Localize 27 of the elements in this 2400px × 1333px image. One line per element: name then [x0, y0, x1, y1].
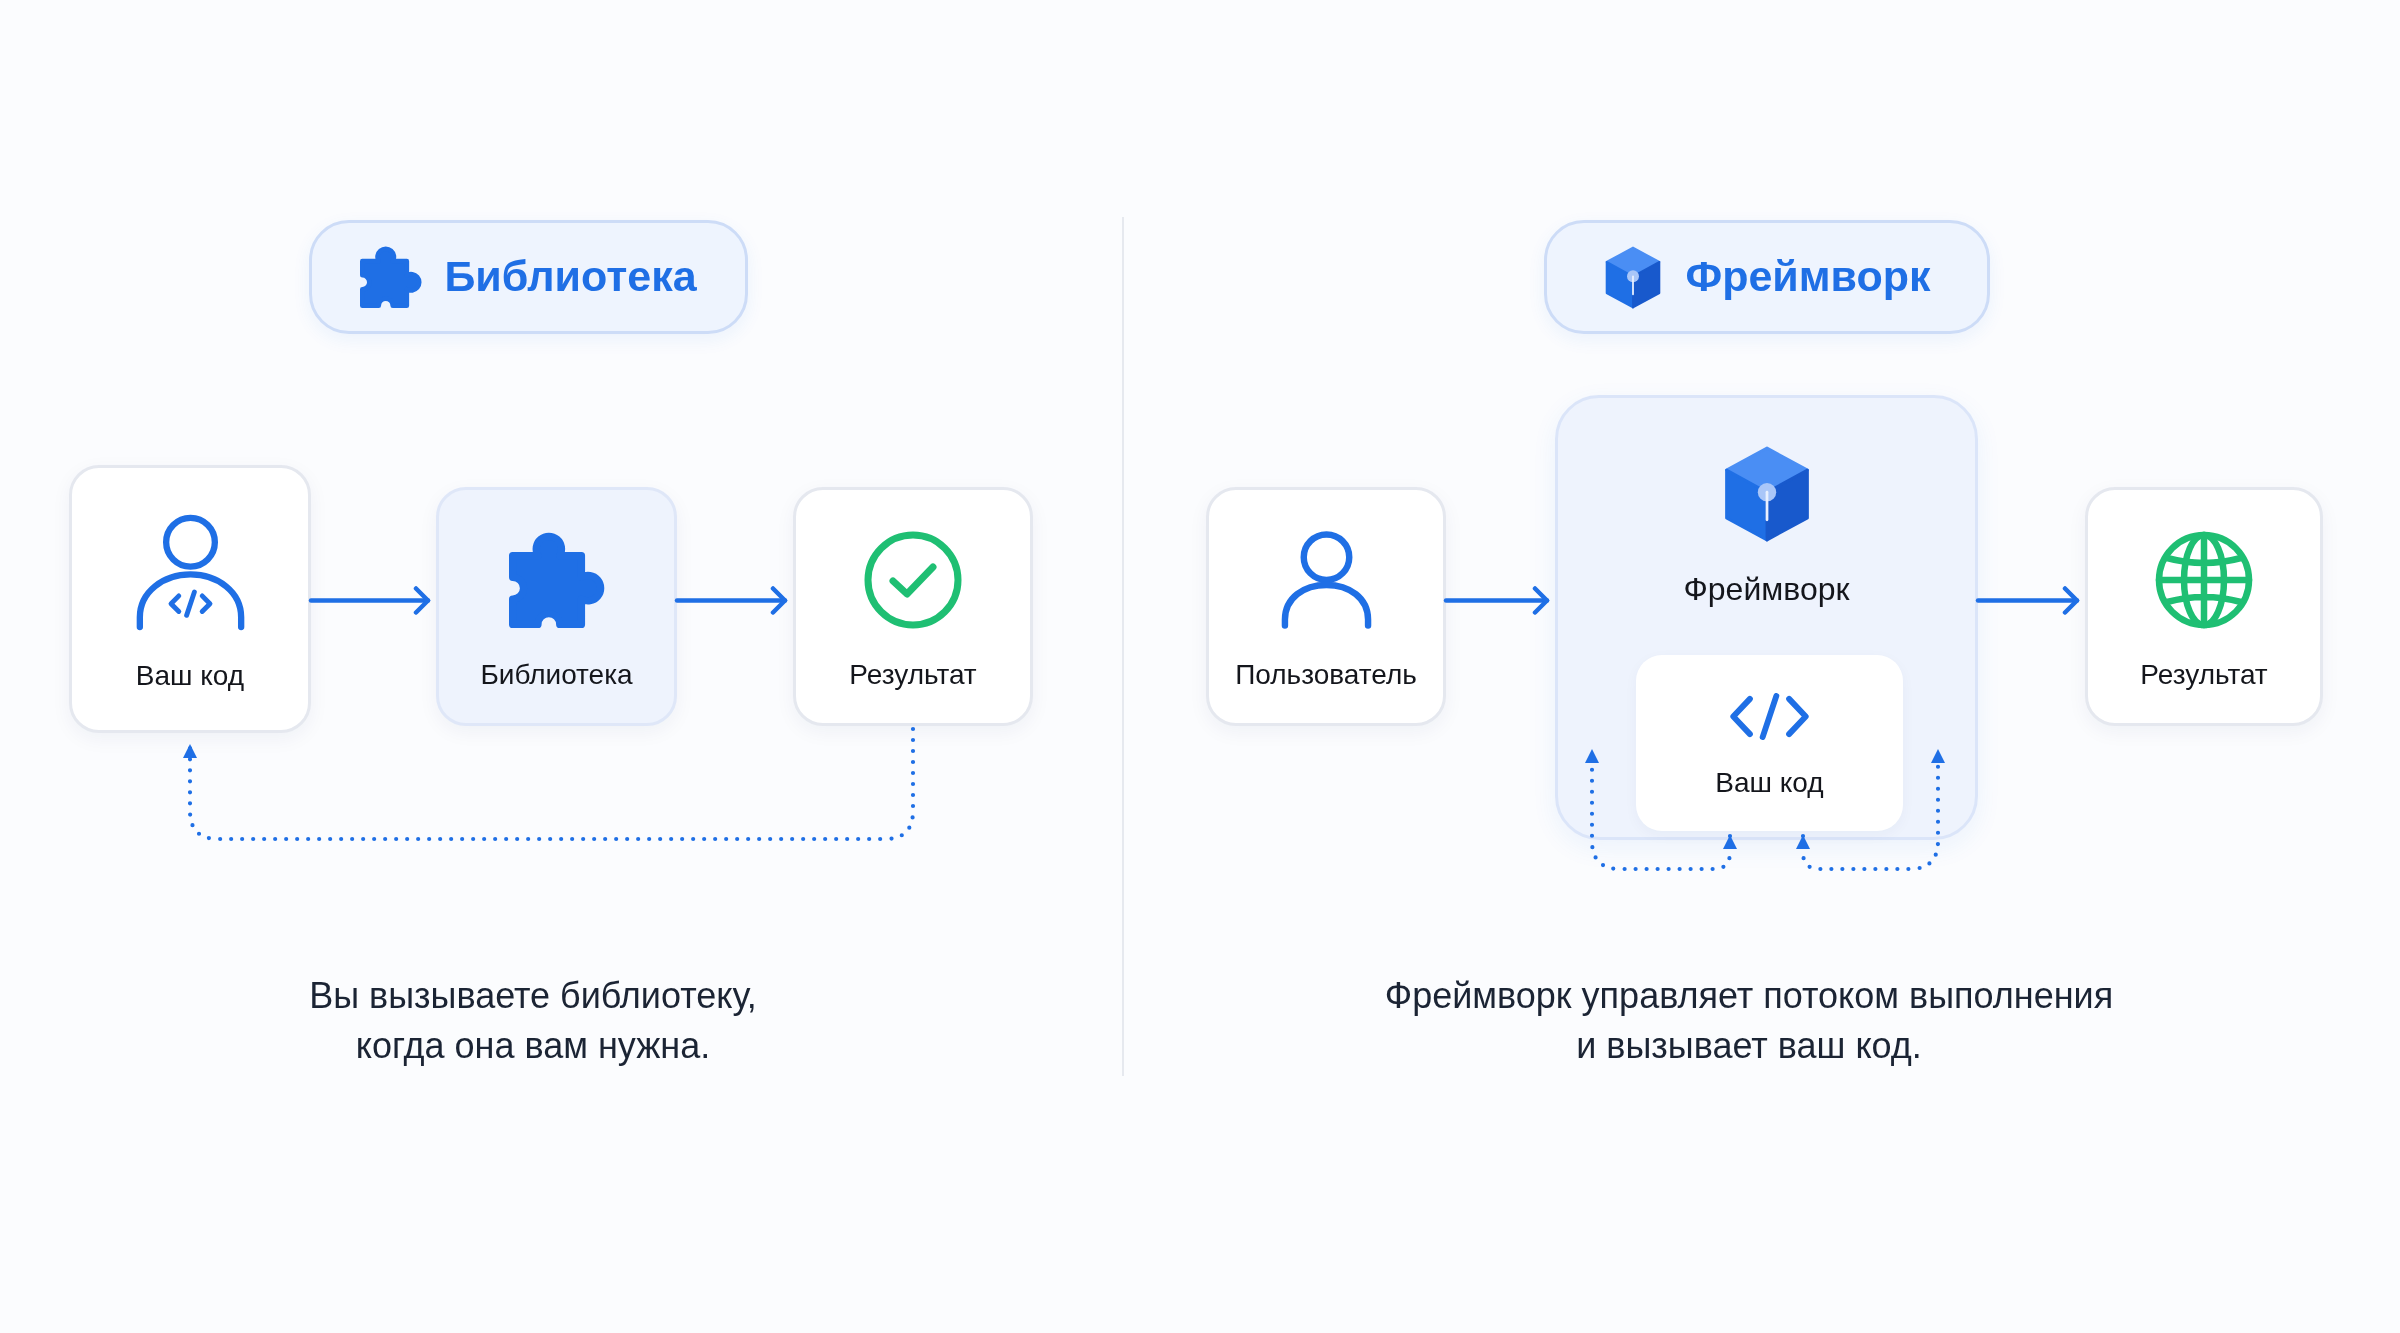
dotted-arrow	[1585, 747, 1737, 872]
caption-text: Фреймворк управляет потоком выполнения и вызывает ваш код.	[1383, 974, 2115, 1068]
node-card	[436, 487, 677, 726]
pill-title: Библиотека	[444, 251, 697, 303]
dotted-arrow	[1796, 747, 1945, 872]
node-card	[793, 487, 1033, 726]
title-pill	[1544, 220, 1990, 334]
title-pill	[309, 220, 748, 334]
caption-text: Вы вызываете библиотеку, когда она вам нужна.	[308, 974, 758, 1068]
node-label: Пользователь	[1235, 658, 1417, 692]
framework-panel	[1555, 395, 1978, 840]
dotted-arrow	[183, 726, 916, 842]
node-label: Библиотека	[480, 658, 633, 692]
arrow	[674, 586, 788, 615]
node-card	[1636, 655, 1903, 831]
node-label: Результат	[2140, 658, 2268, 692]
arrow	[308, 586, 431, 615]
pill-title: Фреймворк	[1685, 251, 1931, 303]
node-label: Ваш код	[135, 659, 245, 693]
arrow	[1443, 586, 1550, 615]
arrow	[1975, 586, 2080, 615]
node-label: Ваш код	[1715, 766, 1824, 800]
node-label: Результат	[849, 658, 977, 692]
panel-title: Фреймворк	[1683, 570, 1850, 609]
node-card	[2085, 487, 2323, 726]
node-card	[69, 465, 311, 733]
node-card	[1206, 487, 1446, 726]
